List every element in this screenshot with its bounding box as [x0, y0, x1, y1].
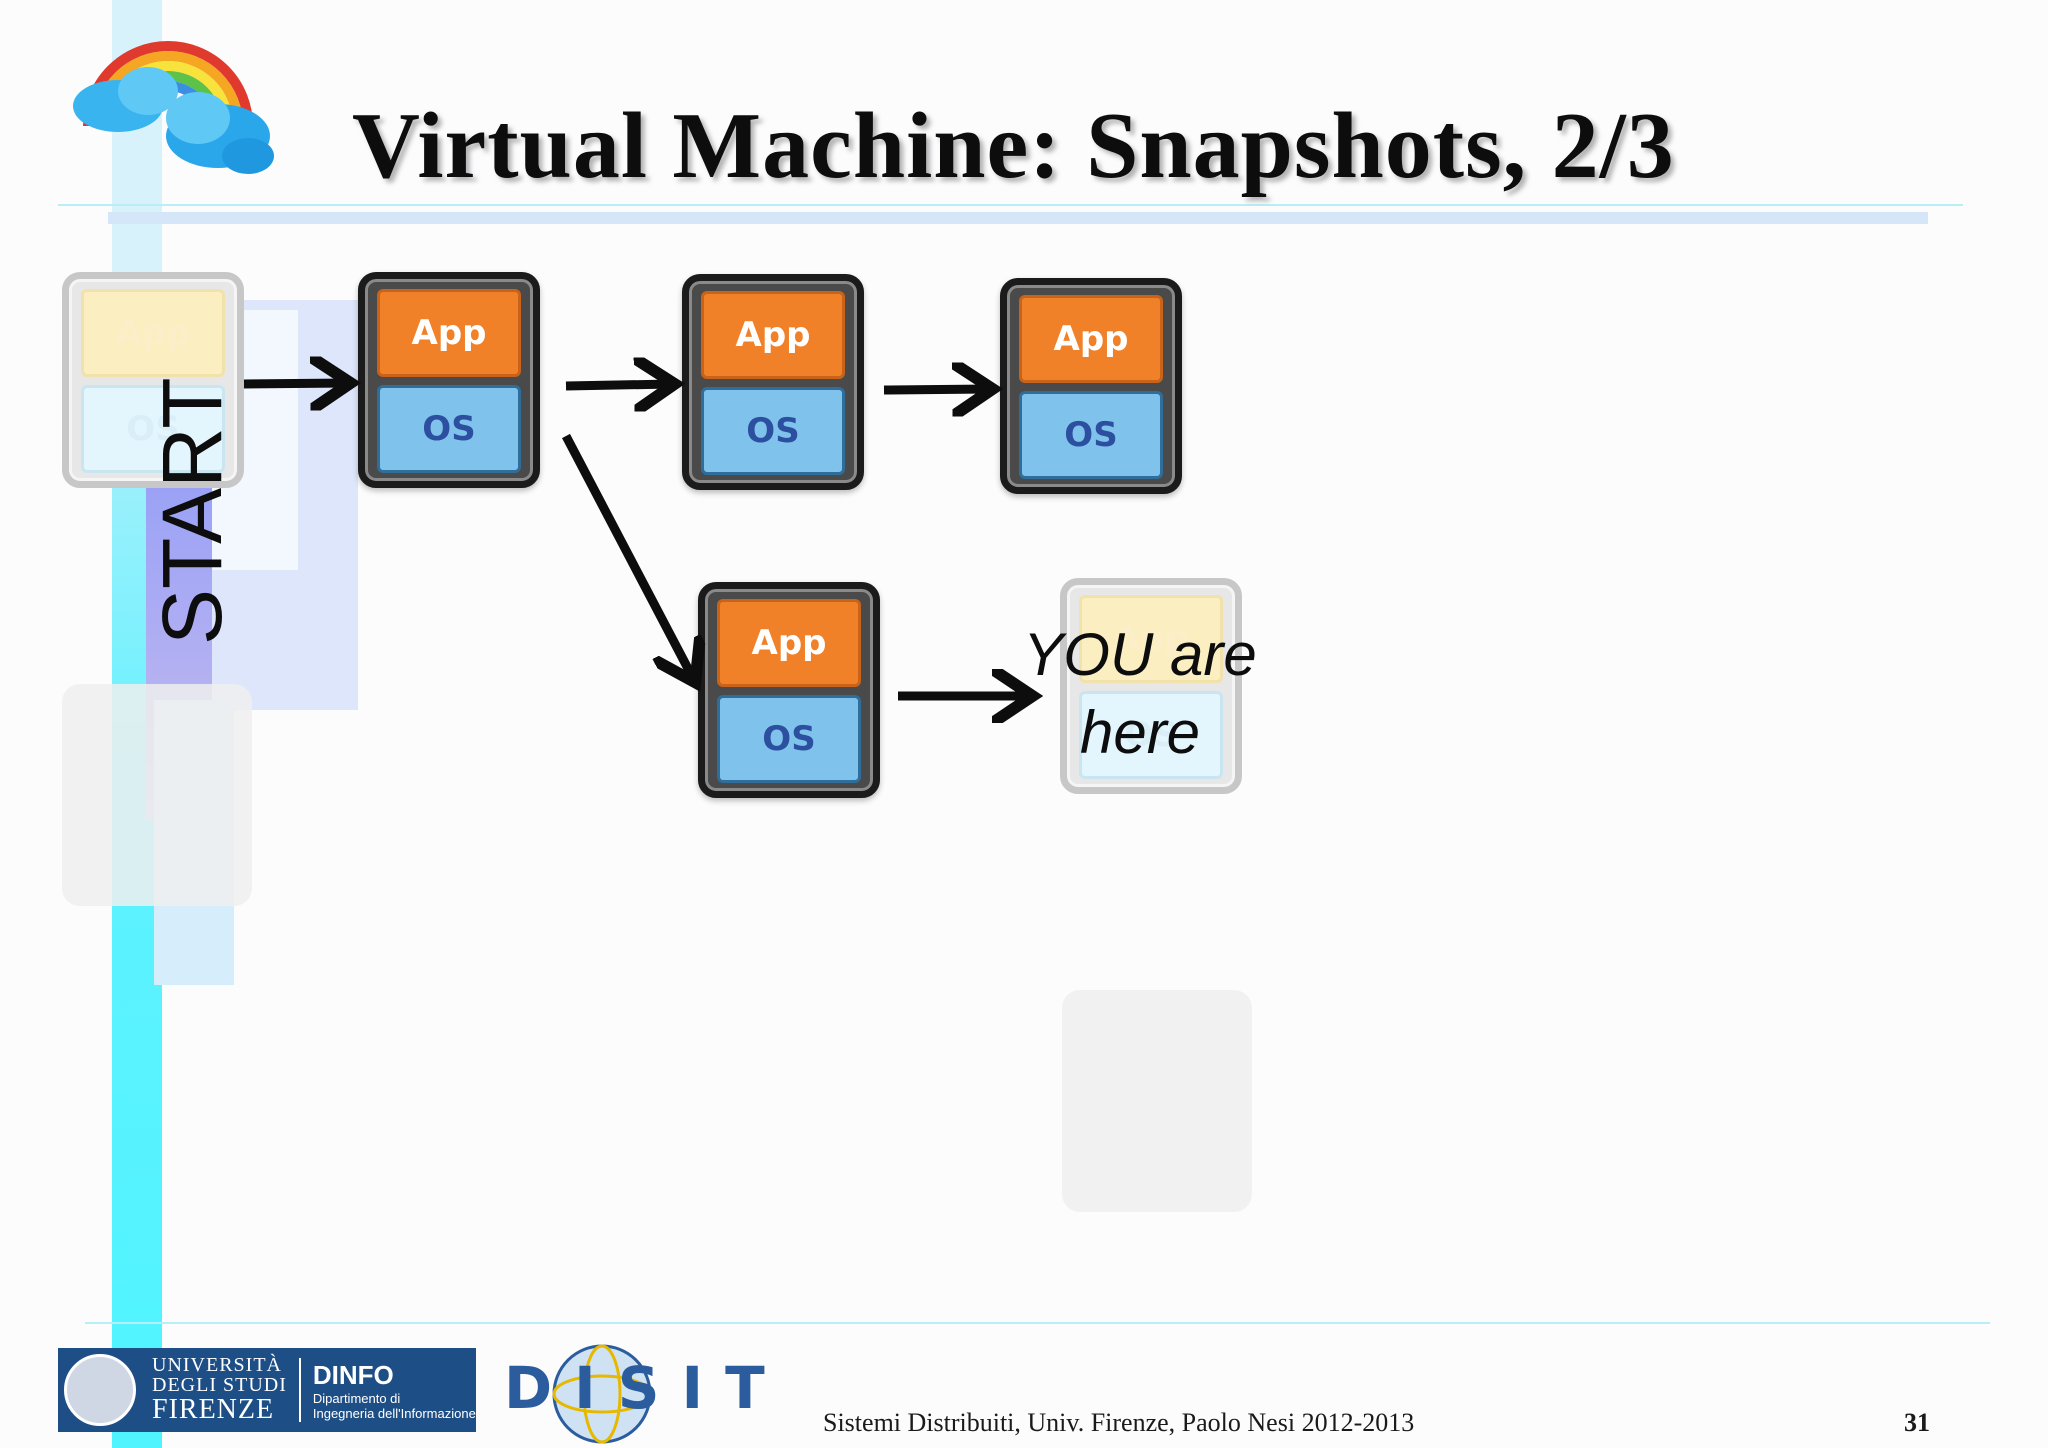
arrow-s1-to-s2 — [565, 384, 672, 386]
start-label: START — [145, 377, 239, 645]
university-name: UNIVERSITÀ DEGLI STUDI FIRENZE — [152, 1354, 287, 1425]
os-layer: OS — [717, 695, 861, 783]
you-are-here-line-1: YOU are — [1023, 621, 1257, 688]
arrow-s1-to-s4 — [562, 433, 694, 680]
vm-snapshot-current: App OS — [1060, 578, 1242, 794]
ghost-snapshot — [62, 684, 252, 906]
university-seal-icon — [64, 1354, 136, 1426]
title-underline-band — [108, 212, 1928, 224]
you-are-here-line-2: here — [1079, 699, 1201, 766]
page-number: 31 — [1904, 1408, 1930, 1437]
os-layer: OS — [1079, 691, 1223, 779]
app-layer: App — [377, 289, 521, 377]
rainbow-cloud-logo — [73, 41, 274, 174]
footer-rule — [85, 1322, 1990, 1324]
vm-snapshot-3: App OS — [1000, 278, 1182, 494]
logo-divider — [298, 1358, 301, 1422]
app-layer: App — [701, 291, 845, 379]
app-layer: App — [1079, 595, 1223, 683]
arrow-start-to-s1 — [243, 383, 348, 384]
arrow-s2-to-s3 — [883, 389, 990, 390]
os-layer: OS — [377, 385, 521, 473]
vm-snapshot-2: App OS — [682, 274, 864, 490]
disit-logo: DISIT — [502, 1336, 765, 1446]
os-layer: OS — [1019, 391, 1163, 479]
unifi-dinfo-logo: UNIVERSITÀ DEGLI STUDI FIRENZE DINFO Dip… — [58, 1348, 476, 1432]
app-layer: App — [1019, 295, 1163, 383]
app-layer: App — [717, 599, 861, 687]
you-are-here-label: YOU are here — [1010, 616, 1270, 772]
dinfo-name: DINFO Dipartimento di Ingegneria dell'In… — [312, 1359, 476, 1421]
vm-snapshot-start: App OS — [62, 272, 244, 488]
app-layer: App — [81, 289, 225, 377]
ghost-snapshot — [1062, 990, 1252, 1212]
vm-snapshot-1: App OS — [358, 272, 540, 488]
os-layer: OS — [81, 385, 225, 473]
slide-title: Virtual Machine: Snapshots, 2/3 — [352, 94, 1675, 198]
os-layer: OS — [701, 387, 845, 475]
footer-credits: Sistemi Distribuiti, Univ. Firenze, Paol… — [823, 1408, 1415, 1437]
vm-snapshot-4: App OS — [698, 582, 880, 798]
title-underline — [58, 204, 1963, 206]
